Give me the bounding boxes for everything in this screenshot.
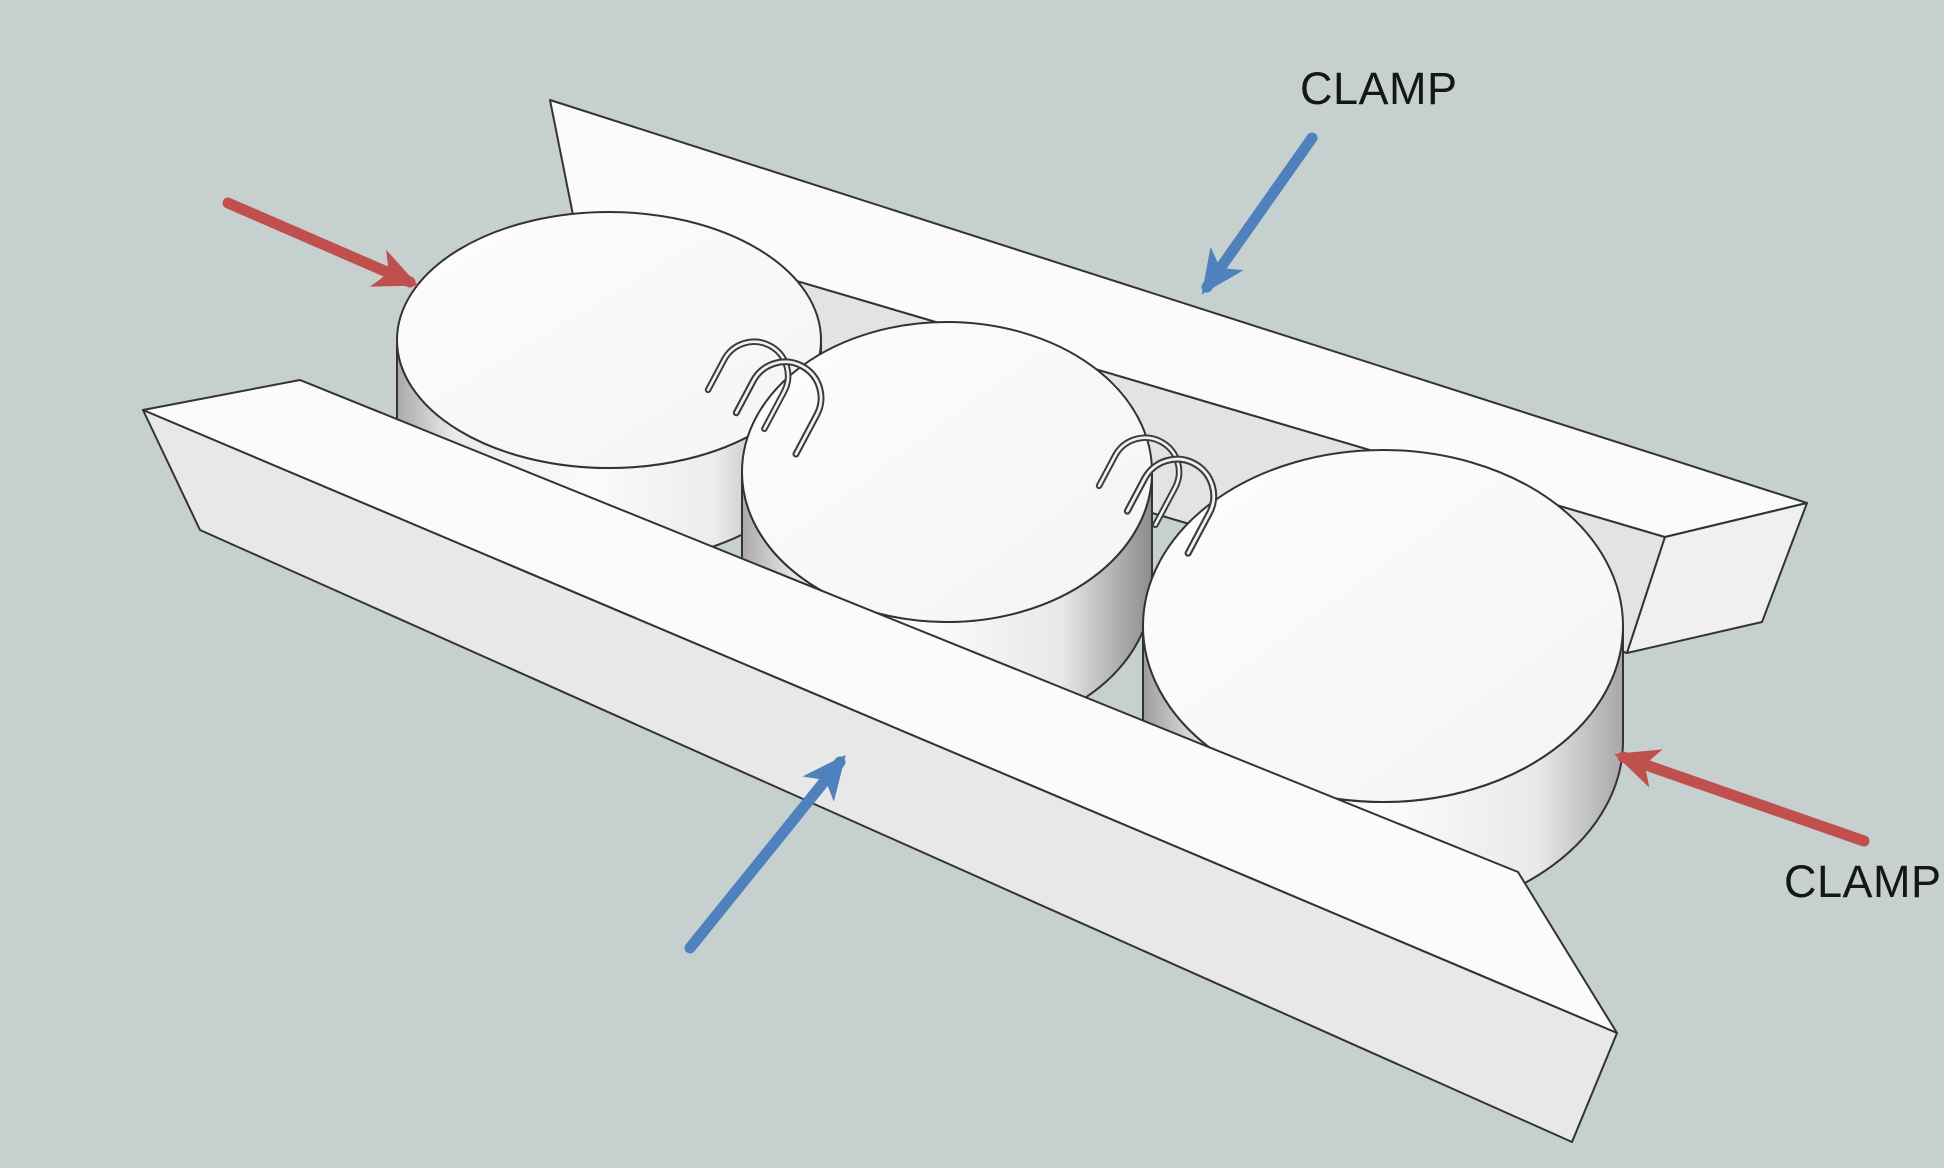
blue-arrow-lower <box>684 754 846 954</box>
red-arrow-lower-right <box>1614 749 1870 847</box>
blue-arrow-upper-right <box>1201 132 1318 295</box>
front-clamp-bar <box>142 379 1618 1143</box>
clamp-label-bottom: CLAMP <box>1784 856 1942 907</box>
cylinder-3-top <box>1142 449 1624 803</box>
red-arrow-upper-left <box>222 197 419 288</box>
front-bar-front-face <box>142 409 1618 1143</box>
wire-handle-icon <box>1095 434 1183 529</box>
wire-handle-icon <box>732 358 825 458</box>
cylinder-1-top <box>396 211 822 469</box>
wire-handle-icon <box>704 338 792 433</box>
rear-bar-end-face <box>1626 502 1808 654</box>
wire-handles-right <box>1095 434 1218 557</box>
clamp-label-top: CLAMP <box>1300 63 1458 114</box>
wire-handle-icon <box>1123 455 1218 557</box>
wire-handles-left <box>704 338 825 458</box>
